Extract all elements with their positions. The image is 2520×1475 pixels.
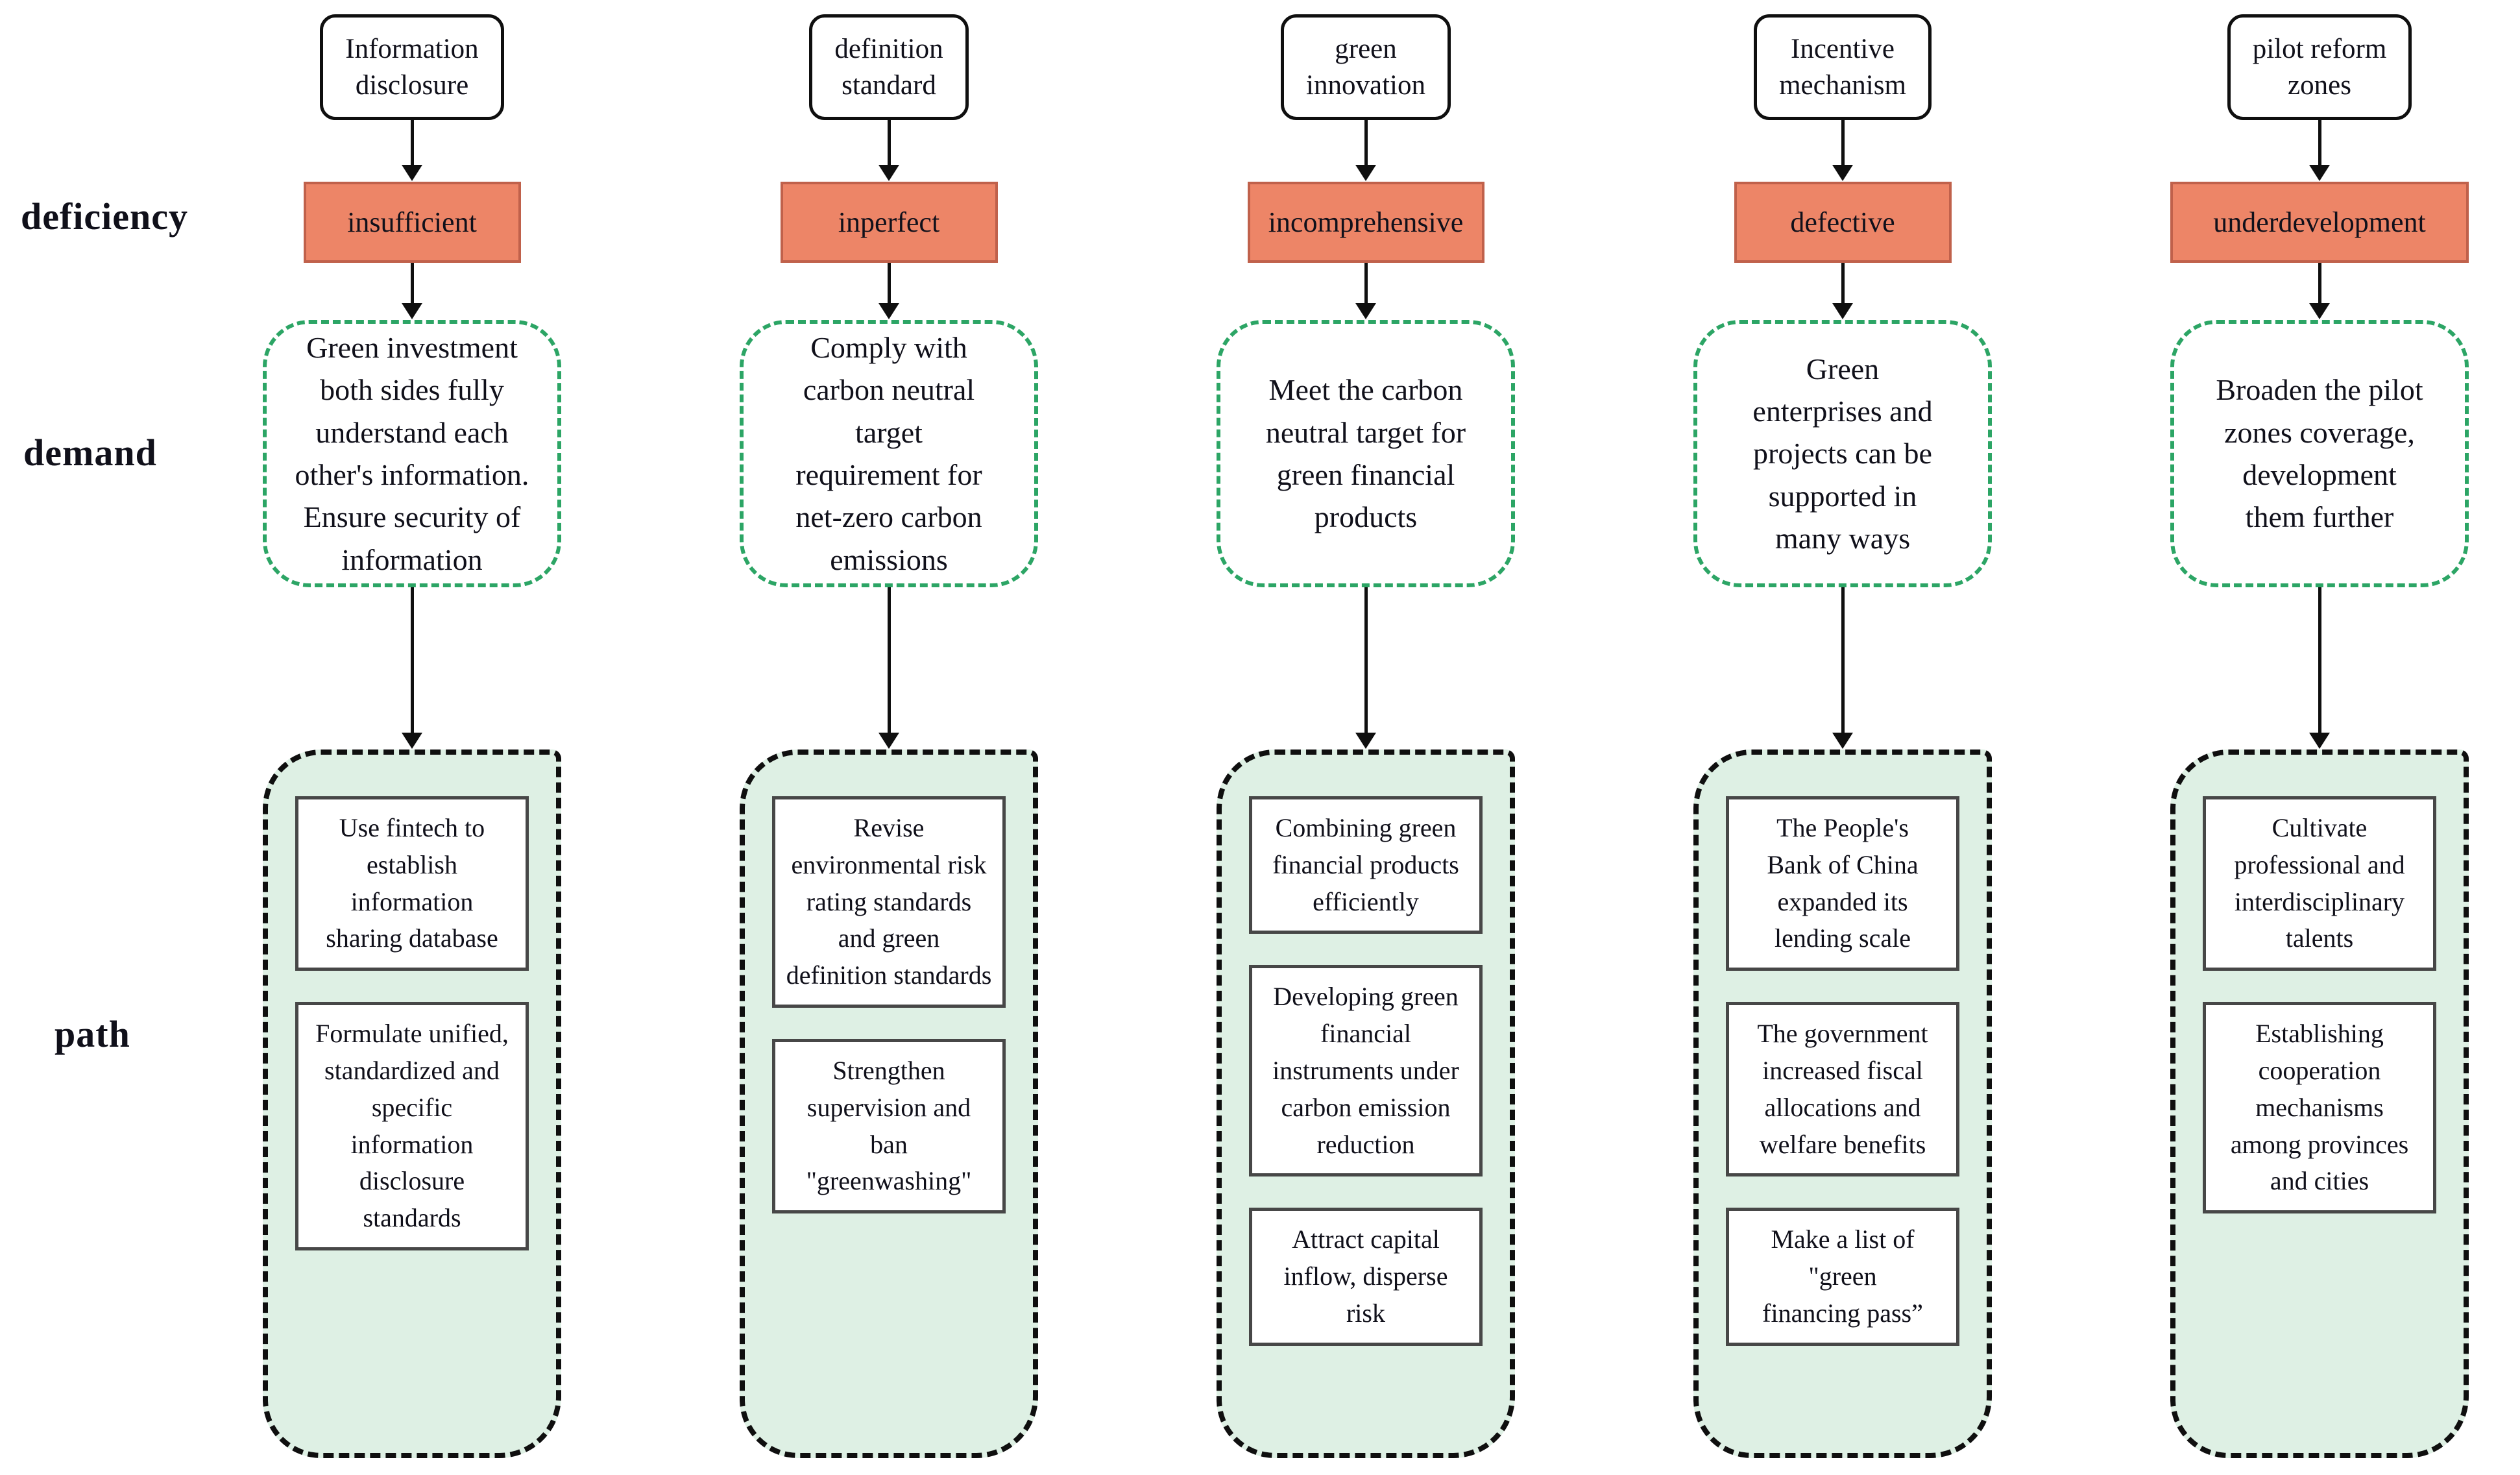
demand-box: Meet the carbon neutral target for green… [1217, 320, 1515, 587]
deficiency-box: defective [1734, 182, 1952, 263]
column-green-innovation: green innovation incomprehensive Meet th… [1217, 14, 1515, 1458]
path-container: Use fintech to establish information sha… [263, 750, 561, 1458]
path-box: Formulate unified, standardized and spec… [295, 1002, 529, 1250]
path-box: Establishing cooperation mechanisms amon… [2203, 1002, 2436, 1214]
topic-row: Incentive mechanism [1754, 14, 1932, 120]
path-box: Attract capital inflow, disperse risk [1249, 1208, 1483, 1346]
demand-box: Green investment both sides fully unders… [263, 320, 561, 587]
demand-box: Comply with carbon neutral target requir… [740, 320, 1038, 587]
topic-box: definition standard [809, 14, 969, 120]
down-arrow-icon [410, 263, 414, 304]
path-box: The People's Bank of China expanded its … [1726, 796, 1959, 971]
deficiency-box: incomprehensive [1247, 182, 1484, 263]
down-arrow-icon [2318, 263, 2321, 304]
demand-box: Broaden the pilot zones coverage, develo… [2170, 320, 2469, 587]
path-box: Use fintech to establish information sha… [295, 796, 529, 971]
down-arrow-icon [410, 587, 414, 734]
path-container: Cultivate professional and interdiscipli… [2170, 750, 2469, 1458]
down-arrow-icon [887, 263, 891, 304]
deficiency-box: insufficient [303, 182, 521, 263]
demand-box: Green enterprises and projects can be su… [1693, 320, 1992, 587]
column-information-disclosure: Information disclosure insufficient Gree… [263, 14, 561, 1458]
down-arrow-icon [887, 587, 891, 734]
path-container: Combining green financial products effic… [1217, 750, 1515, 1458]
down-arrow-icon [2318, 587, 2321, 734]
down-arrow-icon [887, 120, 891, 166]
topic-row: definition standard [809, 14, 969, 120]
topic-box: Incentive mechanism [1754, 14, 1932, 120]
down-arrow-icon [1364, 263, 1368, 304]
path-container: Revise environmental risk rating standar… [740, 750, 1038, 1458]
down-arrow-icon [410, 120, 414, 166]
down-arrow-icon [2318, 120, 2321, 166]
deficiency-box: inperfect [780, 182, 998, 263]
down-arrow-icon [1841, 263, 1845, 304]
topic-box: pilot reform zones [2227, 14, 2412, 120]
down-arrow-icon [1364, 587, 1368, 734]
path-box: Revise environmental risk rating standar… [772, 796, 1006, 1008]
path-box: Cultivate professional and interdiscipli… [2203, 796, 2436, 971]
topic-box: Information disclosure [320, 14, 504, 120]
path-box: Make a list of "green financing pass” [1726, 1208, 1959, 1346]
deficiency-box: underdevelopment [2170, 182, 2469, 263]
path-box: Combining green financial products effic… [1249, 796, 1483, 934]
down-arrow-icon [1364, 120, 1368, 166]
row-label-deficiency: deficiency [21, 195, 189, 238]
path-box: Strengthen supervision and ban "greenwas… [772, 1038, 1006, 1214]
topic-row: green innovation [1281, 14, 1451, 120]
row-label-path: path [55, 1013, 130, 1055]
topic-row: pilot reform zones [2227, 14, 2412, 120]
row-label-demand: demand [23, 432, 157, 474]
path-box: Developing green financial instruments u… [1249, 965, 1483, 1177]
column-definition-standard: definition standard inperfect Comply wit… [740, 14, 1038, 1458]
column-incentive-mechanism: Incentive mechanism defective Green ente… [1693, 14, 1992, 1458]
down-arrow-icon [1841, 587, 1845, 734]
path-container: The People's Bank of China expanded its … [1693, 750, 1992, 1458]
path-box: The government increased fiscal allocati… [1726, 1002, 1959, 1177]
down-arrow-icon [1841, 120, 1845, 166]
column-pilot-reform-zones: pilot reform zones underdevelopment Broa… [2170, 14, 2469, 1458]
topic-box: green innovation [1281, 14, 1451, 120]
topic-row: Information disclosure [320, 14, 504, 120]
